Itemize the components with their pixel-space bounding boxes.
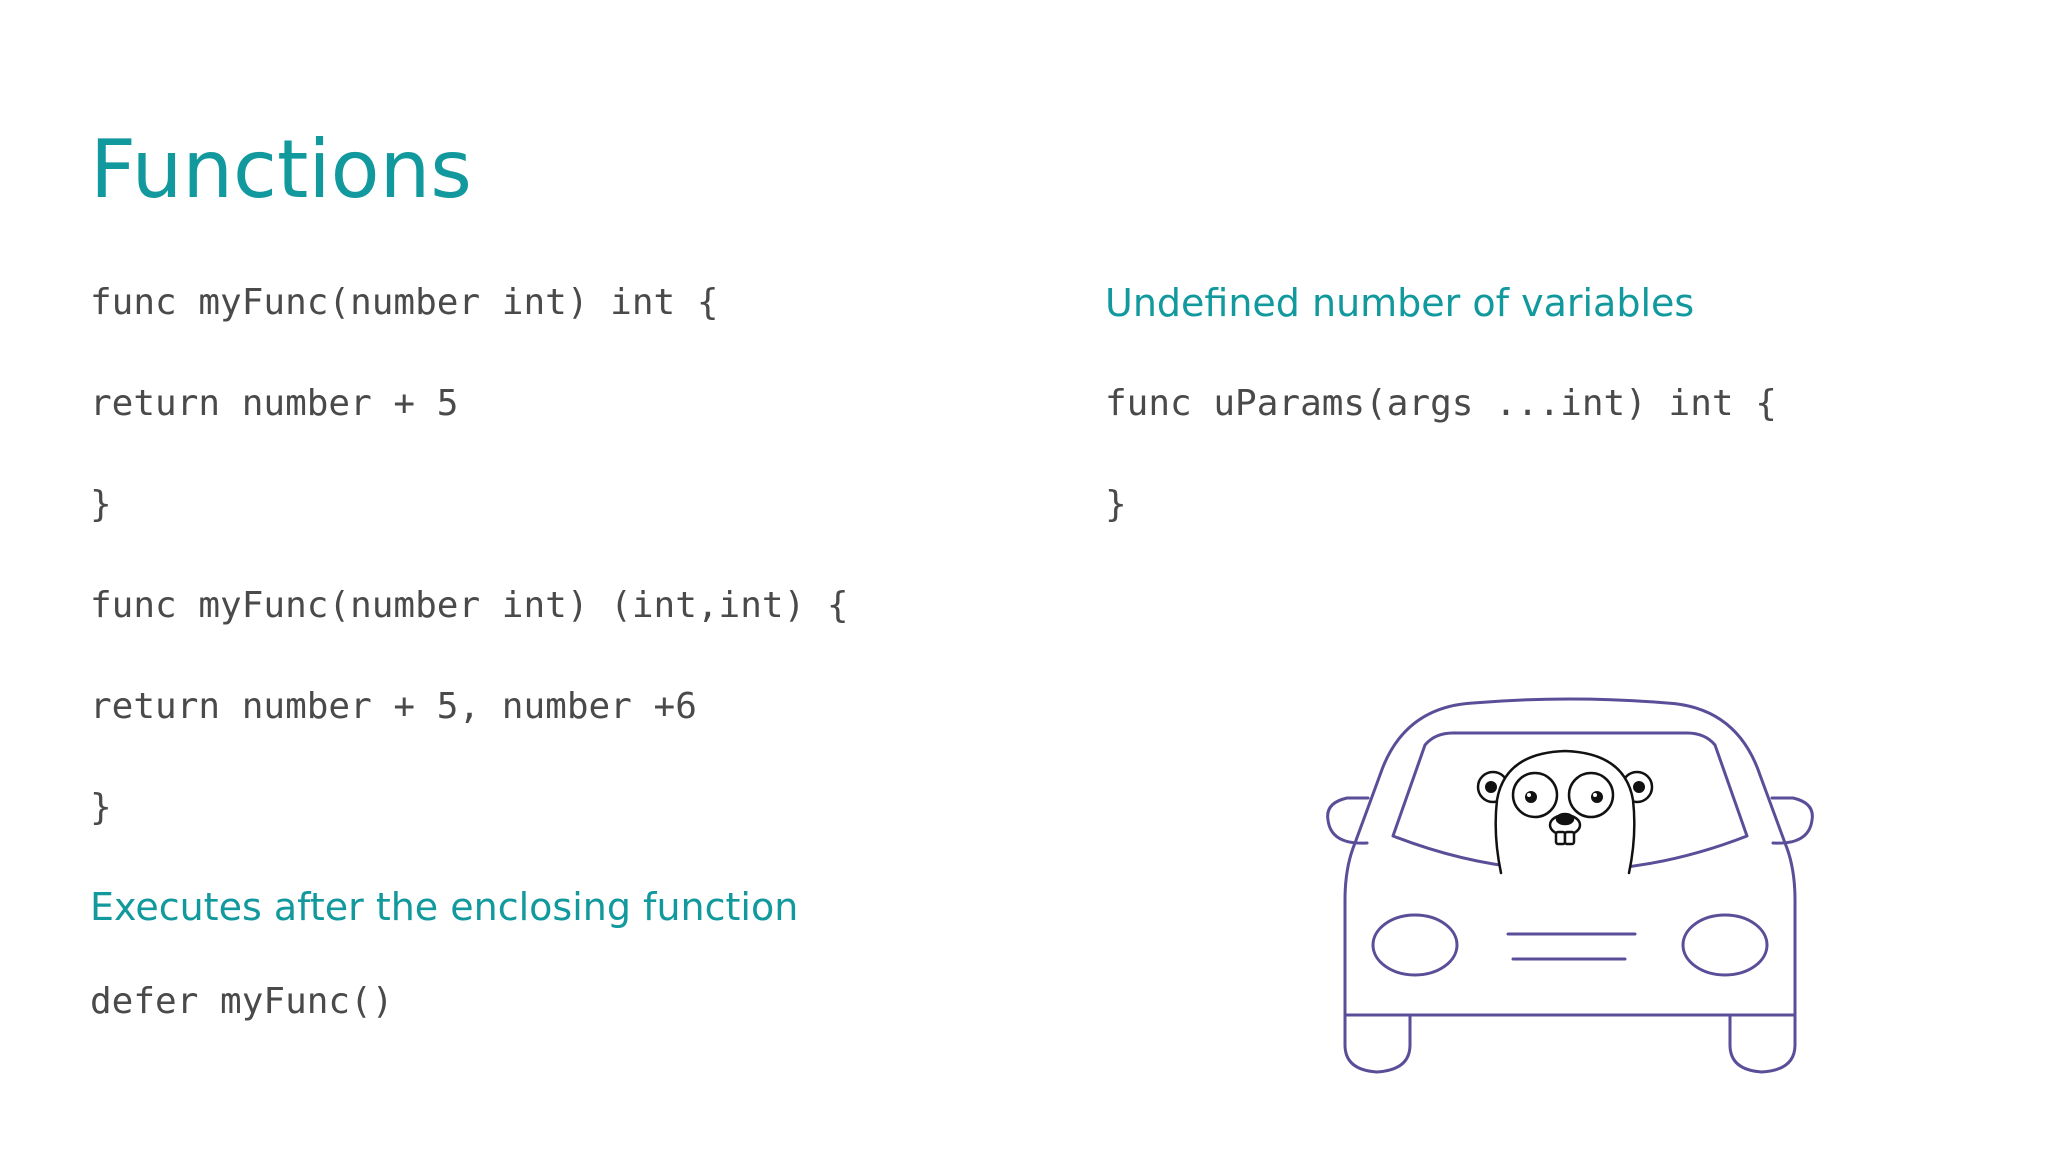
code-line-4: func myFunc(number int) (int,int) { (90, 585, 849, 626)
variadic-code-line-2: } (1105, 484, 1127, 525)
code-line-2: return number + 5 (90, 383, 459, 424)
code-line-3: } (90, 484, 112, 525)
defer-heading: Executes after the enclosing function (90, 885, 799, 929)
gopher-in-car-icon (1326, 697, 1814, 1074)
defer-code: defer myFunc() (90, 981, 394, 1022)
variadic-code-line-1: func uParams(args ...int) int { (1105, 383, 1777, 424)
code-line-1: func myFunc(number int) int { (90, 282, 719, 323)
slide-title: Functions (90, 123, 472, 216)
variadic-heading: Undefined number of variables (1105, 281, 1695, 325)
code-line-6: } (90, 787, 112, 828)
code-line-5: return number + 5, number +6 (90, 686, 697, 727)
